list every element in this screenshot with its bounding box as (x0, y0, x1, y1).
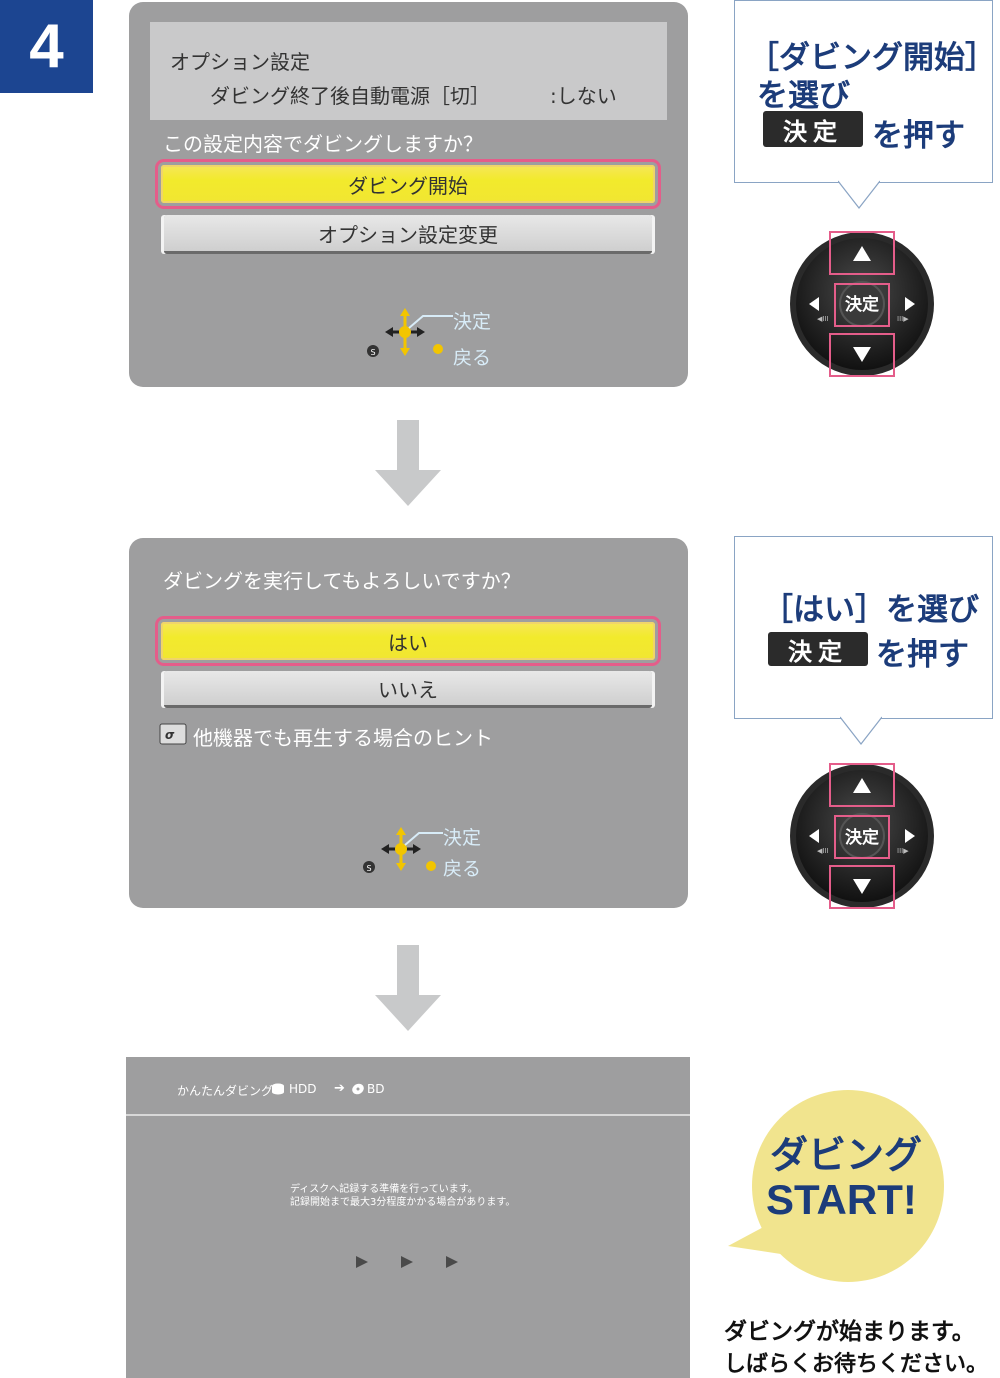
source-label: HDD (289, 1082, 317, 1096)
dest-label: BD (367, 1082, 385, 1096)
callout1-line1: ［ダビング開始］ (748, 40, 996, 76)
bubble-line2: START! (766, 1176, 917, 1223)
callout1-line2: を選び (757, 78, 850, 114)
remote-enter-label: 決定 (845, 295, 879, 315)
svg-text:III▶: III▶ (897, 315, 909, 323)
enter-key-label: 決定 (763, 111, 863, 147)
hint-text[interactable]: 他機器でも再生する場合のヒント (193, 726, 493, 750)
nav-back-label: 戻る (453, 347, 492, 369)
option-confirm-screen: オプション設定 ダビング終了後自動電源［切］ :しない この設定内容でダビングし… (129, 2, 688, 387)
nav-ok-label: 決定 (453, 311, 492, 333)
no-button[interactable]: いいえ (164, 671, 652, 708)
svg-text:◀III: ◀III (817, 847, 829, 855)
footer-line2: しばらくお待ちください。 (724, 1352, 989, 1377)
svg-text:S: S (370, 348, 375, 357)
progress-indicator-icon (356, 1256, 458, 1268)
progress-message-line2: 記録開始まで最大3分程度かかる場合があります。 (290, 1197, 516, 1208)
dpad-guide-icon: S (367, 308, 453, 357)
remote-enter-label: 決定 (845, 828, 879, 848)
flow-arrow-down-icon (375, 945, 441, 1031)
remote-dpad-icon[interactable]: ◀III III▶ (787, 763, 937, 909)
instruction-callout-2 (734, 536, 993, 719)
confirm-question: この設定内容でダビングしますか？ (163, 132, 483, 156)
bubble-line1: ダビング (770, 1133, 923, 1177)
dubbing-progress-screen: かんたんダビング HDD ➔ BD ディスクへ記録する準備を行っています。 記録… (126, 1057, 690, 1378)
change-options-button[interactable]: オプション設定変更 (164, 215, 652, 254)
option-summary-box: オプション設定 ダビング終了後自動電源［切］ :しない (150, 22, 667, 120)
start-bubble-icon (728, 1090, 944, 1282)
start-dubbing-button[interactable]: ダビング開始 (155, 159, 661, 209)
svg-text:III▶: III▶ (897, 847, 909, 855)
execute-confirm-screen: ダビングを実行してもよろしいですか？ はい いいえ σ 他機器でも再生する場合の… (129, 538, 688, 908)
callout2-line2: を押す (876, 637, 969, 673)
nav-ok-label: 決定 (443, 827, 482, 849)
svg-text:◀III: ◀III (817, 315, 829, 323)
nav-back-label: 戻る (443, 858, 482, 880)
callout-pointer-icon (838, 180, 880, 209)
yes-button[interactable]: はい (155, 616, 661, 666)
disc-icon (352, 1083, 364, 1095)
callout2-line1: ［はい］を選び (762, 592, 979, 628)
progress-message-line1: ディスクへ記録する準備を行っています。 (290, 1184, 478, 1195)
svg-text:S: S (366, 864, 371, 873)
flow-arrow-down-icon (375, 420, 441, 506)
svg-text:σ: σ (165, 728, 175, 742)
option-title: オプション設定 (170, 50, 310, 74)
option-item-value: :しない (550, 84, 617, 108)
remote-dpad-icon[interactable]: ◀III III▶ (787, 231, 937, 377)
dpad-guide-icon: S (363, 827, 443, 873)
progress-header-divider (126, 1114, 690, 1116)
option-item-label: ダビング終了後自動電源［切］ (210, 84, 490, 108)
footer-line1: ダビングが始まります。 (724, 1319, 975, 1345)
callout1-line3: を押す (872, 118, 965, 154)
execute-question: ダビングを実行してもよろしいですか？ (163, 569, 521, 593)
mode-label: かんたんダビング (177, 1084, 274, 1098)
instruction-callout-1 (734, 0, 993, 183)
enter-key-label: 決定 (768, 632, 868, 666)
callout-pointer-icon (840, 716, 882, 745)
hdd-icon (272, 1083, 284, 1095)
step-number-badge: 4 (0, 0, 93, 93)
hint-icon: σ (159, 723, 187, 745)
direction-arrow-icon: ➔ (334, 1081, 345, 1096)
